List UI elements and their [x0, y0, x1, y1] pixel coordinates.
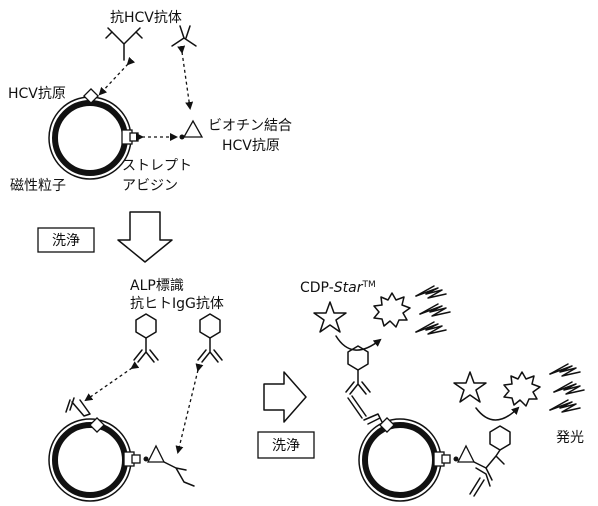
streptavidin-connector-2 — [123, 444, 195, 487]
anti-hcv-antibody-1 — [105, 27, 143, 61]
anti-hcv-antibody-label: 抗HCV抗体 — [110, 10, 182, 26]
luminescence-label: 発光 — [556, 430, 584, 446]
alp-anti-human-igg-1 — [133, 313, 159, 363]
alp-label-line2: 抗ヒトIgG抗体 — [130, 296, 224, 312]
bound-alp-antibody-4 — [469, 425, 511, 497]
binding-arrow-antibody-biotin — [177, 45, 194, 110]
substrate-star-icon-2 — [453, 371, 487, 403]
binding-arrow-antibody-antigen — [98, 56, 136, 96]
magnetic-particle-3 — [358, 418, 442, 502]
alp-label-line1: ALP標識 — [130, 278, 184, 294]
bound-hcv-antibody-2 — [65, 397, 91, 417]
streptavidin-connector-3 — [433, 444, 476, 467]
burst-icon-1 — [373, 292, 411, 328]
binding-arrow-alp-1 — [84, 361, 140, 402]
right-arrow-icon — [263, 371, 307, 423]
magnetic-particle-2 — [48, 418, 132, 502]
substrate-star-icon-1 — [313, 301, 347, 333]
light-bolts-1 — [415, 285, 451, 335]
burst-icon-2 — [503, 371, 541, 407]
binding-arrow-alp-2 — [175, 363, 204, 454]
magnetic-particle-label: 磁性粒子 — [10, 178, 66, 194]
magnetic-particle-1 — [48, 96, 132, 180]
down-arrow-icon — [117, 211, 173, 263]
biotin-bound-label: ビオチン結合 — [208, 118, 292, 134]
streptavidin-label-2: アビジン — [122, 178, 178, 194]
hcv-antigen-label: HCV抗原 — [8, 86, 66, 102]
alp-anti-human-igg-2 — [197, 313, 223, 363]
reaction-arrow-2 — [475, 406, 520, 421]
biotin-antigen-triangle — [179, 119, 204, 140]
bound-hcv-antibody-3 — [363, 413, 385, 427]
hcv-antigen-diamond-3 — [379, 417, 395, 433]
light-bolts-2 — [549, 363, 585, 413]
biotin-hcv-antigen-label: HCV抗原 — [222, 138, 280, 154]
wash-label-2: 洗浄 — [272, 438, 300, 454]
anti-hcv-antibody-2 — [171, 25, 197, 47]
reaction-arrow-1 — [335, 335, 382, 351]
cdp-star-label: CDP-StarTM — [300, 280, 376, 296]
wash-label-1: 洗浄 — [52, 233, 80, 249]
wash-box-2 — [257, 431, 315, 459]
hcv-antigen-diamond-2 — [89, 417, 105, 433]
bound-alp-antibody-3 — [345, 345, 371, 419]
streptavidin-label-1: ストレプト — [122, 158, 192, 174]
hcv-antigen-diamond — [83, 88, 99, 104]
streptavidin-connector-1 — [121, 129, 139, 145]
wash-box-1 — [37, 227, 95, 253]
